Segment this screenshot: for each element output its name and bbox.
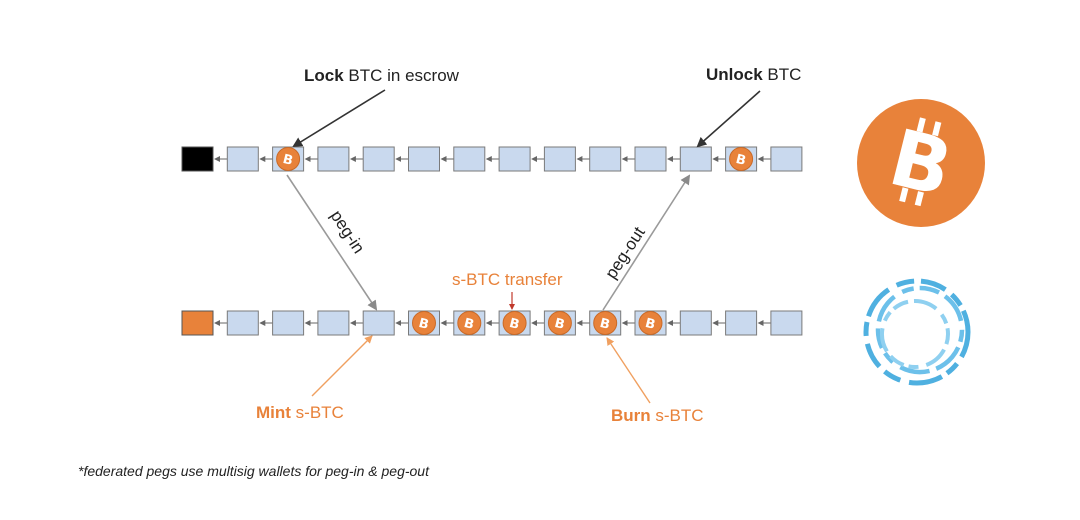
lock-pointer-arrow [292,89,386,148]
main-chain-block [453,146,486,172]
main-chain-block [408,146,440,172]
bitcoin-logo-icon: B [857,99,985,227]
bitcoin-coin-icon: B [276,147,301,171]
peg-in-arrow [286,174,378,311]
main-chain-block [679,146,712,172]
unlock-label: Unlock BTC [706,65,801,84]
side-chain-block [226,310,259,336]
bitcoin-coin-icon: B [502,311,527,335]
bitcoin-coin-icon: B [638,311,663,335]
burn-pointer-arrow [606,337,651,404]
lock-label: Lock BTC in escrow [304,66,460,85]
bitcoin-coin-icon: B [729,147,754,171]
bitcoin-coin-icon: B [457,311,482,335]
mint-pointer-arrow [311,335,373,397]
bitcoin-coin-icon: B [412,311,436,335]
transfer-label: s-BTC transfer [452,270,563,289]
side-chain-block [770,310,803,336]
main-chain-block [362,146,395,172]
main-chain-block [770,146,803,172]
peg-out-arrow [602,174,691,311]
main-chain-block [317,146,350,172]
mint-label: Mint s-BTC [256,403,344,422]
sidechain-rings-icon [863,278,971,386]
svg-text:B: B [598,316,611,333]
side-chain-block [679,310,712,336]
footnote: *federated pegs use multisig wallets for… [78,463,429,479]
svg-text:B: B [462,316,475,333]
bitcoin-coin-icon: B [593,311,618,335]
main-chain-block [543,146,576,172]
side-chain-block [317,310,350,336]
side-chain-genesis-block [181,310,214,336]
burn-label: Burn s-BTC [611,406,704,425]
main-chain-block [226,146,259,172]
main-chain-genesis-block [181,146,214,172]
main-chain-block [498,146,531,172]
svg-text:B: B [734,152,747,169]
unlock-pointer-arrow [696,90,761,148]
peg-in-label: peg-in [327,207,369,257]
svg-text:B: B [553,316,566,333]
bitcoin-coin-icon: B [547,311,572,335]
side-chain-block [725,310,758,336]
side-chain-block [272,310,305,336]
peg-out-label: peg-out [601,223,648,282]
main-chain-block [634,146,667,172]
side-chain-block [362,310,395,336]
svg-text:B: B [281,152,294,169]
svg-text:B: B [508,316,521,333]
svg-text:B: B [417,316,430,333]
svg-text:B: B [644,316,657,333]
main-chain-block [589,146,622,172]
